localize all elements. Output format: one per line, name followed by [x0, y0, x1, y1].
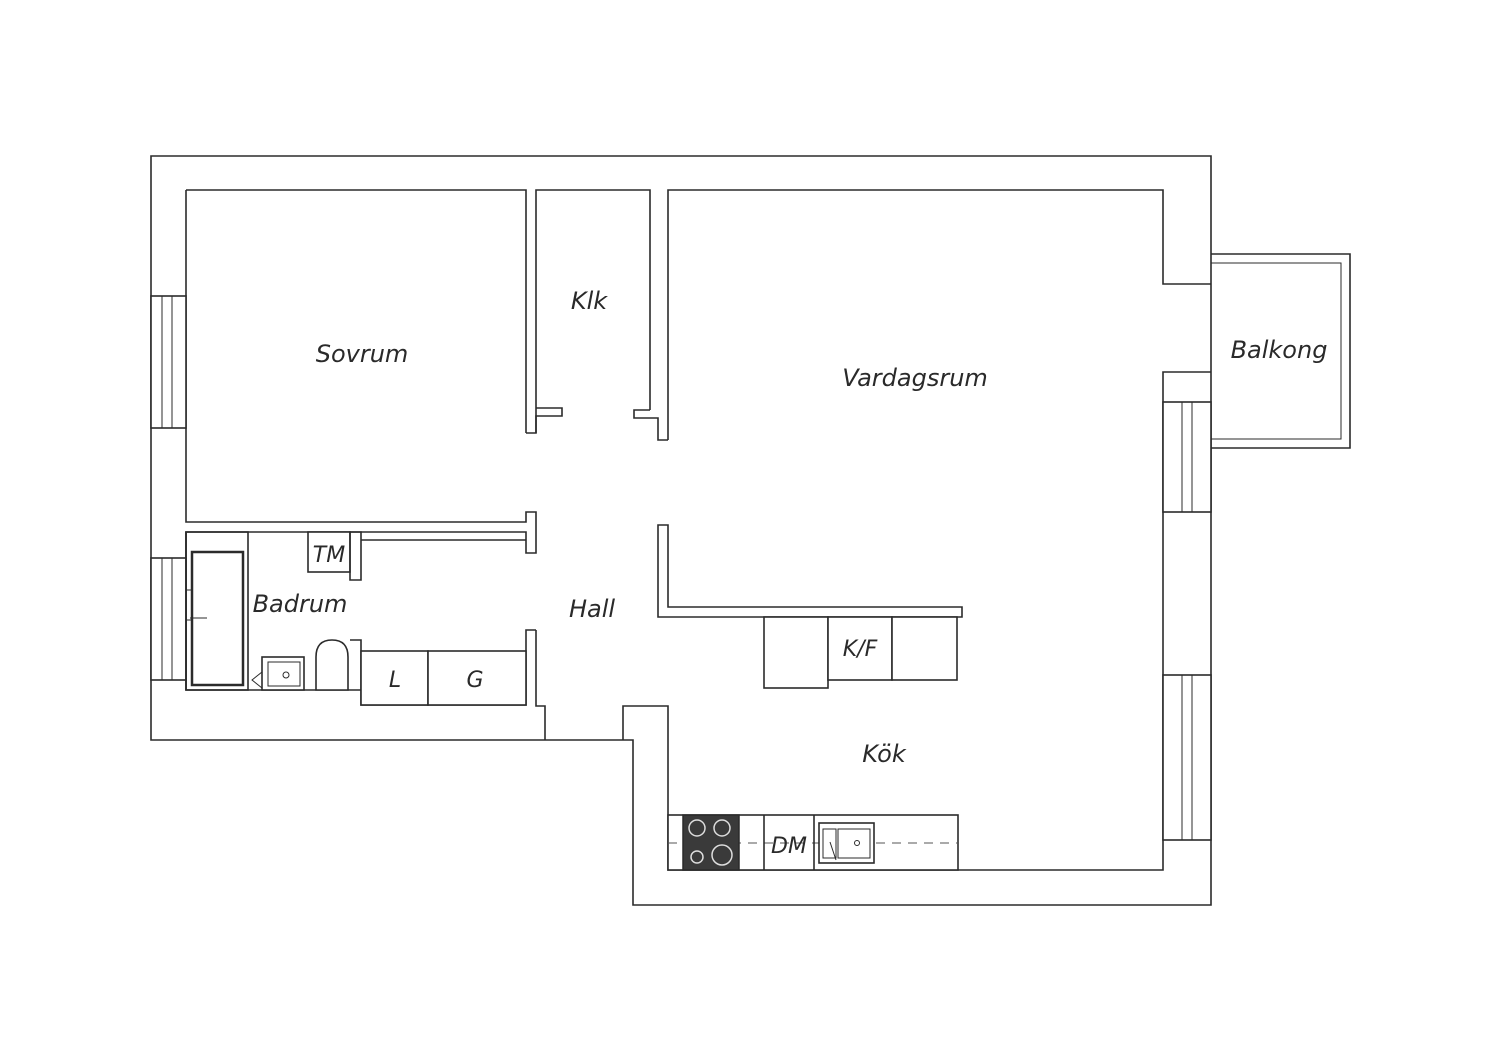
window-vardagsrum — [1162, 401, 1212, 513]
outer-wall-outline — [150, 155, 1212, 906]
appliance-label-dm: DM — [771, 834, 807, 859]
window-badrum — [150, 557, 187, 681]
wardrobe-l — [360, 650, 429, 706]
closet-jambs — [526, 407, 668, 441]
room-label-sovrum: Sovrum — [316, 340, 409, 368]
kitchen-island — [657, 524, 963, 689]
window-kok — [1162, 674, 1212, 841]
window-sovrum — [150, 295, 187, 429]
windows — [150, 295, 1212, 841]
kitchen-sink — [818, 822, 875, 864]
wardrobe-g — [427, 650, 527, 706]
toilet — [315, 639, 349, 691]
appliance-label-g: G — [466, 668, 483, 693]
balcony-outline — [1211, 253, 1351, 449]
balcony — [1211, 253, 1351, 449]
room-label-kok: Kök — [862, 740, 907, 768]
room-label-balkong: Balkong — [1231, 336, 1328, 364]
kitchen-counter — [667, 814, 959, 871]
room-label-vardagsrum: Vardagsrum — [842, 364, 988, 392]
appliance-label-tm: TM — [313, 543, 345, 568]
inner-wall-outline — [186, 189, 1211, 871]
bathroom — [185, 531, 536, 706]
room-label-badrum: Badrum — [253, 590, 348, 618]
appliance-label-kf: K/F — [843, 637, 878, 662]
room-label-klk: Klk — [571, 287, 608, 315]
wardrobes — [360, 650, 527, 706]
fridge-freezer — [827, 616, 893, 681]
tm-box — [307, 531, 351, 573]
appliance-label-l: L — [389, 668, 401, 693]
room-label-hall: Hall — [569, 595, 615, 623]
outer-walls — [150, 155, 1212, 906]
